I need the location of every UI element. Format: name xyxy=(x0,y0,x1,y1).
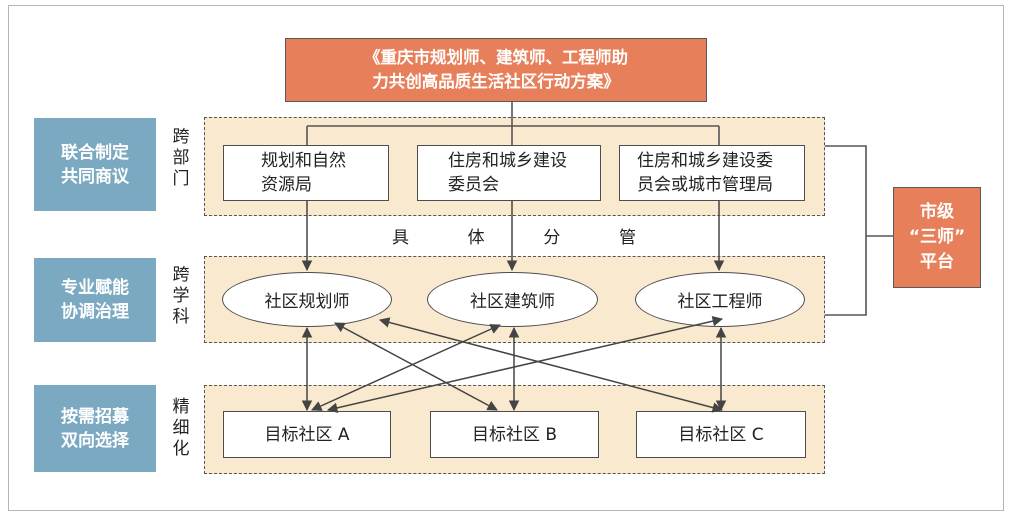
diagram-frame xyxy=(8,5,1004,511)
department-housing-or-city-management: 住房和城乡建设委 员会或城市管理局 xyxy=(619,145,805,201)
department-planning-resources: 规划和自然 资源局 xyxy=(223,145,389,201)
arrow-engineer-community-a xyxy=(326,316,724,413)
department-housing-construction: 住房和城乡建设 委员会 xyxy=(417,145,601,201)
connector-platform-bracket xyxy=(825,145,867,316)
management-char: 具 xyxy=(392,228,409,248)
management-char: 体 xyxy=(467,228,485,248)
management-char: 分 xyxy=(543,228,561,248)
row-label-on-demand-recruitment: 按需招募 双向选择 xyxy=(34,385,156,472)
platform-box: 市级 “三师” 平台 xyxy=(893,187,981,288)
target-community-c: 目标社区 C xyxy=(636,411,806,458)
vertical-label-refined: 精 细 化 xyxy=(172,397,190,459)
vertical-label-cross-department: 跨 部 门 xyxy=(172,127,190,189)
management-char: 管 xyxy=(618,228,636,248)
target-community-b: 目标社区 B xyxy=(430,411,599,458)
arrow-planner-community-b xyxy=(334,322,498,411)
row-label-joint-formulation: 联合制定 共同商议 xyxy=(34,118,156,211)
management-text: 具 体 分 管 xyxy=(392,223,636,248)
plan-title-box: 《重庆市规划师、建筑师、工程师助 力共创高品质生活社区行动方案》 xyxy=(285,38,707,102)
target-community-a: 目标社区 A xyxy=(223,411,391,458)
arrow-planner-community-c xyxy=(378,317,724,413)
vertical-label-cross-discipline: 跨 学 科 xyxy=(172,265,190,327)
row-label-professional-empowerment: 专业赋能 协调治理 xyxy=(34,258,156,342)
